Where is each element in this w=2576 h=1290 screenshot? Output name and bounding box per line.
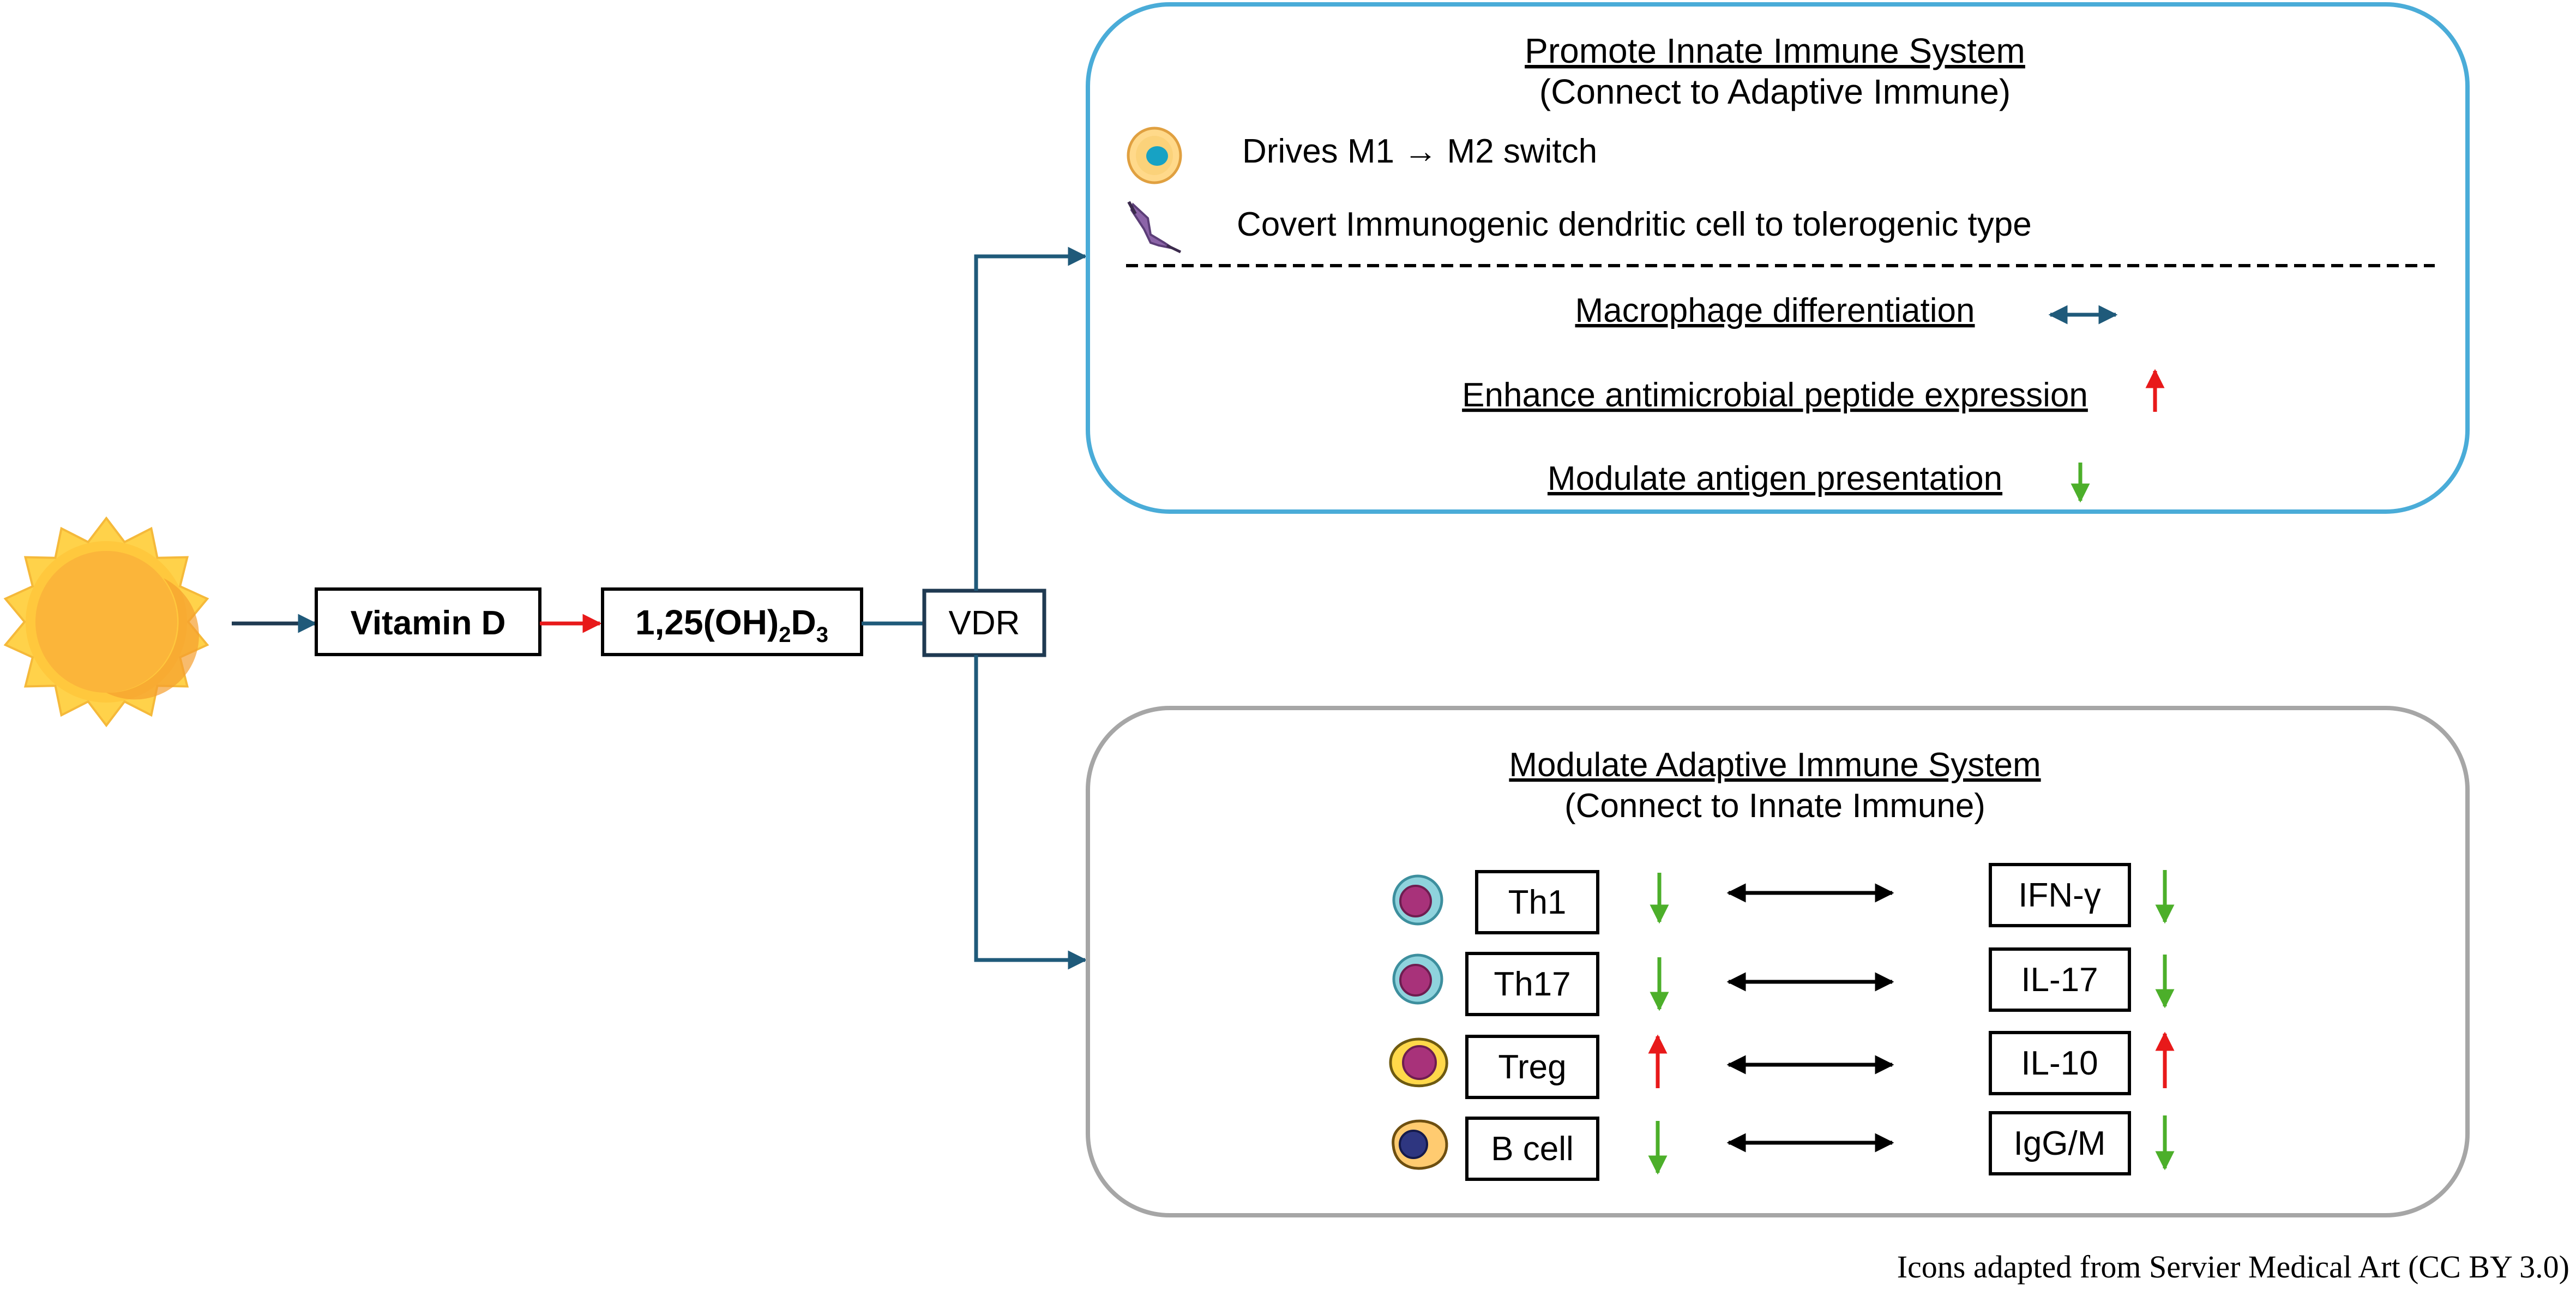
vdr-to-innate-connector [974,247,1087,591]
cell-label-th1: Th1 [1508,884,1567,921]
sun-icon [3,516,209,728]
cytokine-label-ifn: IFN-γ [2018,877,2101,914]
effect-macrophage-differentiation: Macrophage differentiation [1575,292,1975,329]
vdr-label: VDR [949,604,1020,642]
vdr-box: VDR [922,589,1046,657]
cytokine-label-il17: IL-17 [2021,961,2098,999]
vitamin-d-box: Vitamin D [315,587,541,656]
dendritic-cell-icon [1127,201,1182,254]
macrophage-icon [1127,127,1182,184]
vdr-to-adaptive-connector [974,655,1087,970]
treg-cell-icon [1389,1037,1448,1088]
b-cell-icon [1392,1119,1448,1170]
effect-antimicrobial-peptide: Enhance antimicrobial peptide expression [1462,376,2088,414]
innate-subtitle: (Connect to Adaptive Immune) [1539,72,2011,111]
calcitriol-box: 1,25(OH)2D3 [601,587,863,656]
t-cell-icon [1392,953,1443,1005]
cytokine-label-il10: IL-10 [2021,1045,2098,1082]
innate-immune-panel: Promote Innate Immune System (Connect to… [1086,2,2470,514]
calcitriol-label: 1,25(OH)2D3 [635,603,828,647]
adaptive-row-treg: Treg IL-10 [1389,1031,2175,1099]
t-cell-icon [1392,874,1443,926]
cytokine-label-igg-m: IgG/M [2014,1125,2106,1162]
adaptive-subtitle: (Connect to Innate Immune) [1564,787,1985,825]
adaptive-row-th17: Th17 IL-17 [1392,947,2175,1016]
cell-label-b-cell: B cell [1491,1130,1574,1168]
cell-label-th17: Th17 [1494,965,1570,1003]
cell-label-treg: Treg [1498,1048,1566,1086]
effect-antigen-presentation: Modulate antigen presentation [1548,460,2002,497]
adaptive-immune-panel: Modulate Adaptive Immune System (Connect… [1086,706,2470,1217]
adaptive-title: Modulate Adaptive Immune System [1509,746,2041,784]
innate-title: Promote Innate Immune System [1525,31,2025,70]
innate-item-dendritic: Covert Immunogenic dendritic cell to tol… [1237,206,2032,243]
adaptive-row-th1: Th1 IFN-γ [1392,863,2175,934]
attribution-note: Icons adapted from Servier Medical Art (… [1897,1249,2569,1285]
innate-item-m1-m2: Drives M1 → M2 switch [1242,133,1597,170]
vitamin-d-label: Vitamin D [351,604,506,642]
adaptive-row-b-cell: B cell IgG/M [1392,1111,2175,1181]
